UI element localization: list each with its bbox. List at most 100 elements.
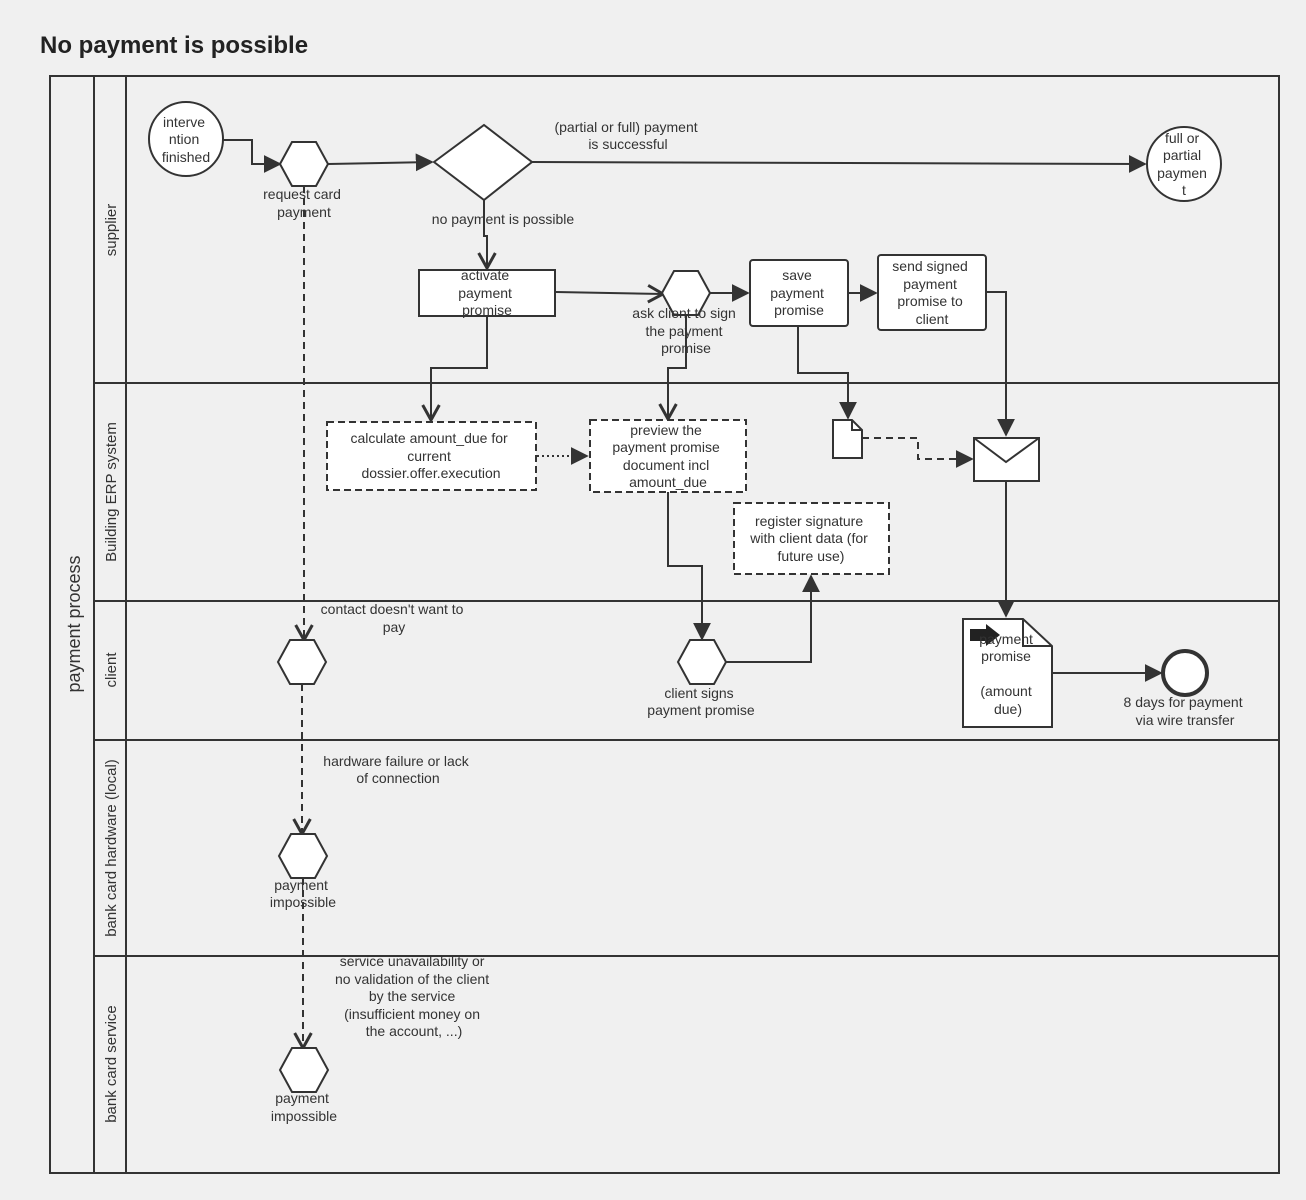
activate-label: payment: [458, 285, 512, 301]
flow-ask-to-preview: [658, 316, 687, 423]
save-label: promise: [774, 302, 824, 318]
svg-text:payment promise: payment promise (amount due): [979, 631, 1037, 717]
request-card-label: request card: [263, 186, 341, 202]
end-event-full-or-partial-payment[interactable]: full or partial paymen t: [1146, 126, 1222, 202]
start-event-line: interve: [163, 114, 205, 130]
service-label-line: (insufficient money on: [344, 1006, 480, 1022]
svg-text:calculate amount_due for: calculate amount_due for current dossier…: [350, 430, 511, 481]
pool: payment process: [49, 75, 1280, 1174]
start-event-line: finished: [162, 149, 210, 165]
sequence-flows: [223, 139, 1163, 682]
msgflow-document-to-message: [862, 437, 974, 468]
promise-doc-line: (amount: [980, 683, 1031, 699]
task-activate-payment-promise[interactable]: activate payment promise: [418, 267, 556, 318]
svg-text:payment impossible: payment impossible: [271, 1090, 337, 1124]
task-preview-payment-promise[interactable]: preview the payment promise document inc…: [589, 419, 747, 493]
preview-label: document incl: [623, 457, 709, 473]
svg-text:interve ntion fini: interve ntion finished: [162, 114, 210, 165]
service-label-line: service unavailability or: [340, 953, 485, 969]
svg-text:request card payment: request card payment: [263, 186, 345, 220]
svg-text:send signed payment: send signed payment promise to client: [892, 258, 971, 327]
start-event-line: ntion: [169, 131, 199, 147]
register-label: future use): [778, 548, 845, 564]
lane-titles: supplier Building ERP system client bank…: [103, 204, 120, 1123]
event-service-payment-impossible[interactable]: payment impossible: [271, 1047, 337, 1124]
client-signs-label: payment promise: [647, 702, 755, 718]
calculate-label: dossier.offer.execution: [361, 465, 500, 481]
event-contact-refuses[interactable]: [276, 639, 328, 685]
promise-doc-line: payment: [979, 631, 1033, 647]
promise-doc-line: due): [994, 701, 1022, 717]
task-send-signed-payment-promise[interactable]: send signed payment promise to client: [877, 254, 987, 331]
contact-label-line: contact doesn't want to: [321, 601, 464, 617]
register-label: register signature: [755, 513, 863, 529]
lane-title-erp: Building ERP system: [103, 422, 120, 562]
label-service-unavailability: service unavailability or no validation …: [335, 953, 493, 1039]
flow-start-to-request: [223, 139, 282, 173]
contact-label-line: pay: [383, 619, 406, 635]
event-client-signs[interactable]: client signs payment promise: [647, 639, 755, 718]
svg-text:activate payment p: activate payment promise: [458, 267, 516, 318]
pool-title: payment process: [64, 555, 84, 692]
label-payment-successful: (partial or full) payment is successful: [554, 119, 701, 152]
activate-label: promise: [462, 302, 512, 318]
label-hardware-failure: hardware failure or lack of connection: [323, 753, 472, 786]
hardware-label-line: hardware failure or lack: [323, 753, 470, 769]
document-payment-promise[interactable]: payment promise (amount due): [962, 618, 1053, 728]
end-wire-label: via wire transfer: [1136, 712, 1235, 728]
flow-gateway-to-end: [531, 154, 1147, 173]
lane-title-supplier: supplier: [103, 204, 120, 257]
hardware-impossible-label: impossible: [270, 894, 336, 910]
svg-text:save payment promi: save payment promise: [770, 267, 828, 318]
svg-text:preview the payment prom: preview the payment promise document inc…: [612, 422, 723, 490]
hardware-impossible-label: payment: [274, 877, 328, 893]
flow-gateway-to-activate: [477, 200, 497, 272]
end-event-line: t: [1182, 182, 1186, 198]
gateway-payment-decision[interactable]: [432, 123, 534, 202]
lane-title-client: client: [103, 652, 120, 688]
task-save-payment-promise[interactable]: save payment promise: [749, 259, 849, 327]
svg-text:payment impossible: payment impossible: [270, 877, 336, 910]
flow-activate-to-ask: [555, 284, 667, 304]
document-icon: [832, 419, 863, 459]
end-event-line: full or: [1165, 130, 1200, 146]
service-label-line: by the service: [369, 988, 456, 1004]
send-label: promise to: [897, 293, 963, 309]
success-label-line: (partial or full) payment: [554, 119, 697, 135]
task-register-signature[interactable]: register signature with client data (for…: [733, 502, 890, 575]
send-label: payment: [903, 276, 957, 292]
svg-text:ask client to sign the p: ask client to sign the payment promise: [632, 305, 739, 356]
event-ask-client-to-sign[interactable]: ask client to sign the payment promise: [632, 270, 739, 356]
flow-save-to-document: [797, 326, 857, 420]
label-no-payment-possible: no payment is possible: [432, 211, 575, 227]
page-title: No payment is possible: [40, 32, 309, 59]
save-label: save: [782, 267, 812, 283]
service-impossible-label: payment: [275, 1090, 329, 1106]
request-card-label: payment: [277, 204, 331, 220]
start-event-intervention-finished[interactable]: interve ntion finished: [148, 101, 224, 177]
service-label-line: no validation of the client: [335, 971, 489, 987]
label-contact-doesnt-want-to-pay: contact doesn't want to pay: [321, 601, 468, 635]
end-event-line: partial: [1163, 147, 1201, 163]
ask-sign-label: the payment: [646, 323, 723, 339]
task-calculate-amount-due[interactable]: calculate amount_due for current dossier…: [326, 421, 537, 491]
end-event-line: paymen: [1157, 165, 1207, 181]
client-signs-label: client signs: [664, 685, 733, 701]
hardware-label-line: of connection: [356, 770, 439, 786]
register-label: with client data (for: [749, 530, 868, 546]
message-flows: [292, 170, 974, 1052]
send-label: send signed: [892, 258, 968, 274]
event-request-card-payment[interactable]: request card payment: [263, 141, 345, 220]
ask-sign-label: promise: [661, 340, 711, 356]
envelope-icon: [973, 437, 1040, 482]
preview-label: preview the: [630, 422, 702, 438]
promise-doc-line: promise: [981, 648, 1031, 664]
end-event-wire-transfer[interactable]: 8 days for payment via wire transfer: [1124, 649, 1247, 728]
flow-activate-to-calculate: [421, 316, 488, 424]
service-label-line: the account, ...): [366, 1023, 463, 1039]
svg-text:client signs payment pro: client signs payment promise: [647, 685, 755, 718]
arrow-right-icon: [970, 624, 1000, 646]
lane-title-hardware: bank card hardware (local): [103, 759, 120, 937]
event-hardware-payment-impossible[interactable]: payment impossible: [270, 833, 336, 910]
